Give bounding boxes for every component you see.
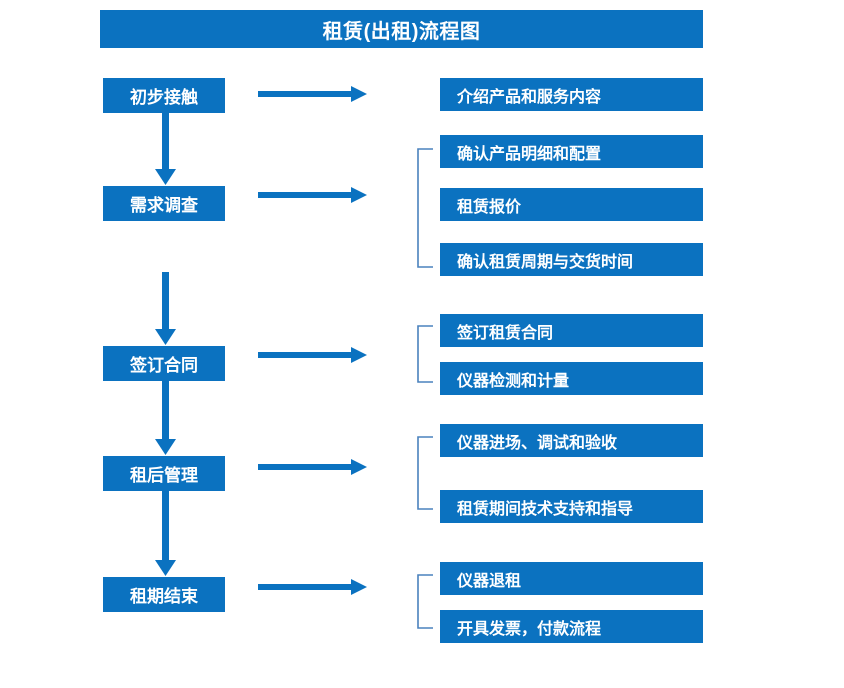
stage-box-qianding-hetong[interactable]: 签订合同 [103,346,225,381]
horizontal-arrow-5 [258,578,368,596]
detail-box-qianding-hetong[interactable]: 签订租赁合同 [440,314,703,347]
detail-box-jishu-zhichi[interactable]: 租赁期间技术支持和指导 [440,490,703,523]
detail-box-zulin-baojia[interactable]: 租赁报价 [440,188,703,221]
vertical-arrow-1 [155,113,177,186]
detail-box-jieshao-chanpin[interactable]: 介绍产品和服务内容 [440,78,703,111]
detail-box-yiqi-tuizu[interactable]: 仪器退租 [440,562,703,595]
detail-box-yiqi-jiance[interactable]: 仪器检测和计量 [440,362,703,395]
horizontal-arrow-3 [258,346,368,364]
stage-box-xuqiu-diaocha[interactable]: 需求调查 [103,186,225,221]
vertical-arrow-4 [155,491,177,577]
group-bracket-2 [416,148,434,268]
diagram-title: 租赁(出租)流程图 [100,10,703,48]
stage-box-chubu-jiechu[interactable]: 初步接触 [103,78,225,113]
detail-box-queren-mingxi[interactable]: 确认产品明细和配置 [440,135,703,168]
stage-box-zuhou-guanli[interactable]: 租后管理 [103,456,225,491]
stage-box-zuqi-jieshu[interactable]: 租期结束 [103,577,225,612]
detail-box-queren-zhouqi[interactable]: 确认租赁周期与交货时间 [440,243,703,276]
vertical-arrow-2 [155,272,177,346]
vertical-arrow-3 [155,381,177,456]
group-bracket-3 [416,325,434,383]
detail-box-kaiju-fapiao[interactable]: 开具发票，付款流程 [440,610,703,643]
horizontal-arrow-2 [258,186,368,204]
group-bracket-5 [416,574,434,629]
horizontal-arrow-4 [258,458,368,476]
group-bracket-4 [416,436,434,510]
horizontal-arrow-1 [258,85,368,103]
detail-box-yiqi-jinchang[interactable]: 仪器进场、调试和验收 [440,424,703,457]
